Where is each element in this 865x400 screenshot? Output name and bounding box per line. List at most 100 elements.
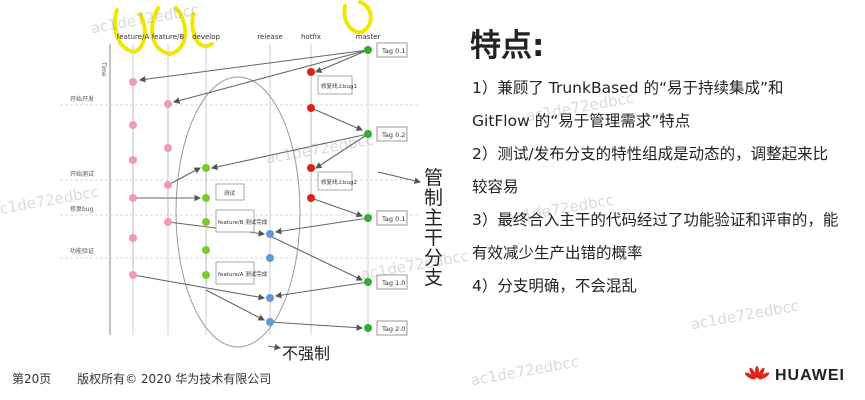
develop-node: [202, 218, 210, 226]
note-label: 修复线上bug1: [321, 82, 357, 90]
phase-label-verify: 功能验证: [70, 247, 94, 255]
arrow-master-to-feature-a: [138, 49, 369, 83]
tag-box: [376, 126, 408, 142]
feature-point: 4）分支明确，不会混乱: [472, 277, 637, 295]
watermark: ac1de72edbcc: [469, 352, 581, 390]
feature-a-node: [129, 271, 137, 279]
release-node: [266, 318, 274, 326]
branch-label-develop: develop: [192, 33, 220, 41]
slide-footer: 第20页 版权所有© 2020 华为技术有限公司: [12, 370, 293, 387]
develop-node: [202, 246, 210, 254]
hotfix-node: [307, 164, 315, 172]
not-forced-annotation: 不强制: [282, 344, 331, 363]
tag-label: Tag 0.1: [381, 215, 405, 223]
develop-nodes: [202, 164, 210, 279]
release-nodes: [266, 230, 274, 326]
step-label: 测试: [224, 189, 236, 197]
phase-label-start-dev: 开始开发: [70, 95, 94, 103]
arrow-master-to-develop: [210, 133, 369, 171]
page-number: 第20页: [12, 372, 52, 386]
git-branching-diagram: feature/A feature/B develop release hotf…: [60, 0, 422, 351]
step-label: feature/A 测试完成: [218, 270, 268, 278]
note-label: 修复线上bug2: [321, 178, 357, 186]
tag-label: Tag 1.0: [381, 279, 405, 287]
step-box: [215, 261, 255, 285]
tag-label: Tag 0.2: [381, 131, 405, 139]
release-node: [266, 230, 274, 238]
tag-box: [376, 274, 408, 290]
arrow-master-to-feature-b: [172, 49, 369, 104]
feature-point: 3）最终合入主干的代码经过了功能验证和评审的，能有效减少生产出错的概率: [472, 211, 839, 262]
tag-label: Tag 2.0: [381, 325, 405, 333]
arrow-master-to-release: [274, 217, 369, 235]
arrow-release-to-master-2: [269, 321, 364, 331]
branch-label-hotfix: hotfix: [301, 33, 321, 41]
branch-label-feature-a: feature/A: [117, 33, 150, 41]
phase-label-fix-bug: 修复bug: [70, 205, 94, 213]
step-label: feature/B 测试完成: [218, 218, 268, 226]
highlight-feature-b: [150, 6, 188, 57]
huawei-petal-logo-icon: [745, 366, 769, 380]
arrow-release-to-master-1: [269, 235, 363, 281]
arrow-to-manage-trunk-note: [377, 171, 422, 184]
highlight-master: [342, 0, 373, 35]
feature-a-node: [129, 194, 137, 202]
branch-label-release: release: [257, 33, 283, 41]
arrow-to-not-forced-note: [267, 343, 282, 351]
phase-label-start-test: 开始测试: [70, 170, 94, 178]
feature-point: 1）兼顾了 TrunkBased 的“易于持续集成”和 GitFlow 的“易于…: [472, 79, 784, 130]
step-box: [215, 183, 245, 201]
highlight-develop: [190, 12, 214, 48]
develop-node: [202, 194, 210, 202]
master-node: [364, 278, 372, 286]
feature-a-node: [129, 234, 137, 242]
release-node: [266, 254, 274, 262]
hotfix-node: [307, 194, 315, 202]
master-node: [364, 214, 372, 222]
arrow-hotfix-to-master-2: [310, 197, 364, 218]
brand-name: HUAWEI: [775, 367, 845, 384]
arrow-feature-a-to-release: [132, 274, 266, 301]
hotfix-node: [307, 104, 315, 112]
release-scope-ellipse: [175, 76, 301, 348]
tag-label: Tag 0.1: [381, 47, 405, 55]
release-node: [266, 294, 274, 302]
master-nodes: [364, 46, 372, 332]
feature-points: 1）兼顾了 TrunkBased 的“易于持续集成”和 GitFlow 的“易于…: [472, 72, 842, 303]
copyright: 版权所有© 2020 华为技术有限公司: [77, 372, 272, 386]
arrow-master-to-hotfix: [314, 49, 369, 73]
master-node: [364, 46, 372, 54]
manage-trunk-annotation: 管制主干分支: [424, 167, 444, 289]
tag-box: [376, 210, 408, 226]
master-node: [364, 324, 372, 332]
feature-b-node: [164, 144, 172, 152]
brand: HUAWEI: [745, 366, 845, 386]
hotfix-node: [307, 68, 315, 76]
arrow-feature-b-to-develop: [167, 167, 201, 186]
feature-a-node: [129, 156, 137, 164]
develop-node: [202, 164, 210, 172]
tag-box: [376, 42, 408, 58]
arrow-master-to-hotfix-2: [315, 133, 369, 169]
master-node: [364, 130, 372, 138]
feature-b-nodes: [164, 100, 172, 226]
tag-box: [376, 320, 408, 336]
note-box: [317, 171, 353, 191]
feature-a-node: [129, 121, 137, 129]
note-box: [317, 75, 353, 95]
feature-b-node: [164, 181, 172, 189]
hotfix-nodes: [307, 68, 315, 202]
feature-b-node: [164, 218, 172, 226]
feature-a-node: [129, 78, 137, 86]
arrow-develop-to-release: [205, 289, 265, 321]
time-axis-label: Time: [100, 61, 107, 77]
branch-label-master: master: [356, 33, 381, 41]
feature-point: 2）测试/发布分支的特性组成是动态的，调整起来比较容易: [472, 145, 829, 196]
feature-b-node: [164, 100, 172, 108]
step-box: [215, 209, 255, 233]
highlight-scribbles: [113, 0, 373, 57]
slide-title: 特点:: [470, 28, 545, 64]
feature-a-nodes: [129, 78, 137, 279]
arrow-master-to-release-2: [274, 281, 369, 299]
highlight-feature-a: [113, 8, 147, 55]
